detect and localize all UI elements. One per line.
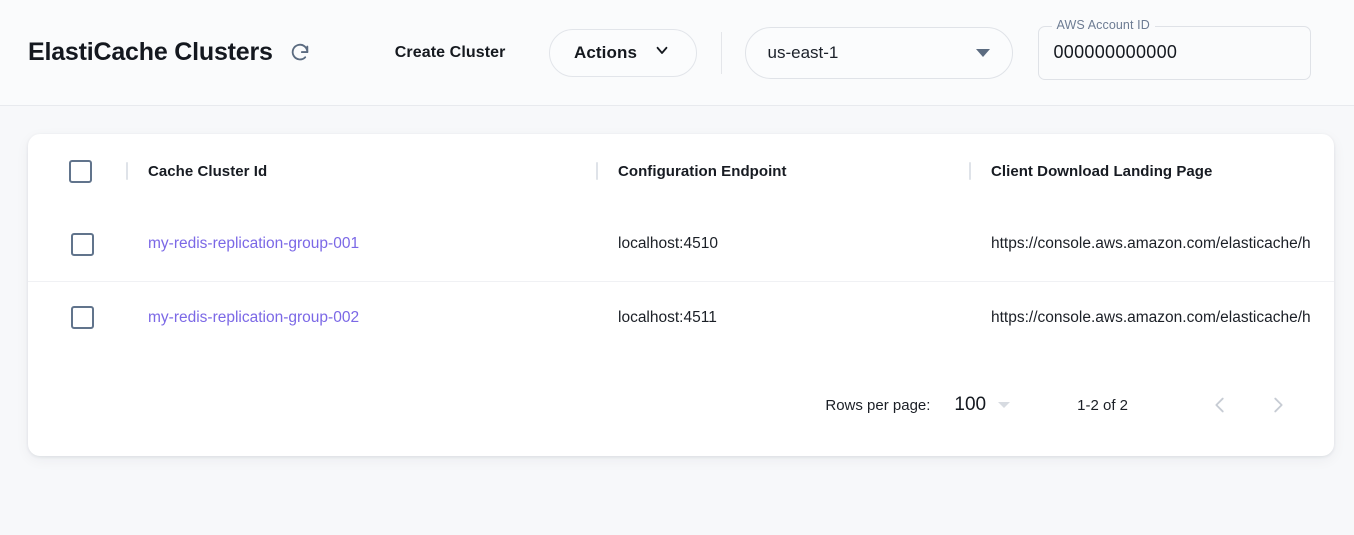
region-select-value: us-east-1 — [768, 43, 976, 63]
cell-client-download-landing-page: https://console.aws.amazon.com/elasticac… — [969, 281, 1334, 354]
refresh-button[interactable] — [283, 36, 317, 70]
page-title: ElastiCache Clusters — [28, 38, 273, 67]
client-download-landing-page-value: https://console.aws.amazon.com/elasticac… — [969, 235, 1334, 253]
chevron-right-icon — [1267, 394, 1289, 416]
triangle-down-icon — [976, 49, 990, 57]
triangle-down-icon — [998, 402, 1010, 408]
row-checkbox[interactable] — [71, 306, 94, 329]
create-cluster-button[interactable]: Create Cluster — [385, 35, 516, 71]
region-select[interactable]: us-east-1 — [745, 27, 1013, 79]
chevron-left-icon — [1209, 394, 1231, 416]
actions-button-label: Actions — [574, 43, 637, 63]
previous-page-button[interactable] — [1200, 385, 1240, 425]
column-header-configuration-endpoint[interactable]: Configuration Endpoint — [596, 134, 969, 208]
page-header: ElastiCache Clusters Create Cluster Acti… — [0, 0, 1354, 106]
select-all-checkbox[interactable] — [69, 160, 92, 183]
pagination-range: 1-2 of 2 — [1077, 397, 1128, 414]
configuration-endpoint-value: localhost:4511 — [596, 309, 969, 327]
rows-per-page-value: 100 — [954, 394, 986, 416]
column-header-cache-cluster-id[interactable]: Cache Cluster Id — [126, 134, 596, 208]
aws-account-id-value: 000000000000 — [1054, 42, 1178, 63]
clusters-table: Cache Cluster Id Configuration Endpoint … — [28, 134, 1334, 354]
aws-account-id-field[interactable]: AWS Account ID 000000000000 — [1038, 26, 1311, 80]
aws-account-id-label: AWS Account ID — [1052, 19, 1155, 32]
column-header-select — [28, 134, 126, 208]
row-select-cell — [28, 208, 126, 281]
cluster-link[interactable]: my-redis-replication-group-002 — [126, 309, 359, 327]
table-row[interactable]: my-redis-replication-group-001 localhost… — [28, 208, 1334, 281]
column-header-client-download-landing-page-label: Client Download Landing Page — [969, 163, 1334, 180]
table-header-row: Cache Cluster Id Configuration Endpoint … — [28, 134, 1334, 208]
table-head: Cache Cluster Id Configuration Endpoint … — [28, 134, 1334, 208]
column-header-cache-cluster-id-label: Cache Cluster Id — [126, 163, 596, 180]
column-header-configuration-endpoint-label: Configuration Endpoint — [596, 163, 969, 180]
cell-configuration-endpoint: localhost:4510 — [596, 208, 969, 281]
rows-per-page-select[interactable]: 100 — [954, 394, 1010, 416]
row-checkbox[interactable] — [71, 233, 94, 256]
cell-configuration-endpoint: localhost:4511 — [596, 281, 969, 354]
column-header-client-download-landing-page[interactable]: Client Download Landing Page — [969, 134, 1334, 208]
table-row[interactable]: my-redis-replication-group-002 localhost… — [28, 281, 1334, 354]
cell-client-download-landing-page: https://console.aws.amazon.com/elasticac… — [969, 208, 1334, 281]
row-select-cell — [28, 281, 126, 354]
client-download-landing-page-value: https://console.aws.amazon.com/elasticac… — [969, 309, 1334, 327]
pagination-bar: Rows per page: 100 1-2 of 2 — [28, 354, 1334, 456]
cell-cache-cluster-id: my-redis-replication-group-001 — [126, 208, 596, 281]
table-body: my-redis-replication-group-001 localhost… — [28, 208, 1334, 354]
cell-cache-cluster-id: my-redis-replication-group-002 — [126, 281, 596, 354]
configuration-endpoint-value: localhost:4510 — [596, 235, 969, 253]
rows-per-page-label: Rows per page: — [825, 397, 930, 414]
next-page-button[interactable] — [1258, 385, 1298, 425]
chevron-down-icon — [653, 41, 671, 64]
cluster-link[interactable]: my-redis-replication-group-001 — [126, 235, 359, 253]
refresh-icon — [289, 42, 311, 64]
actions-button[interactable]: Actions — [549, 29, 697, 77]
header-divider — [721, 32, 722, 74]
clusters-card: Cache Cluster Id Configuration Endpoint … — [28, 134, 1334, 456]
